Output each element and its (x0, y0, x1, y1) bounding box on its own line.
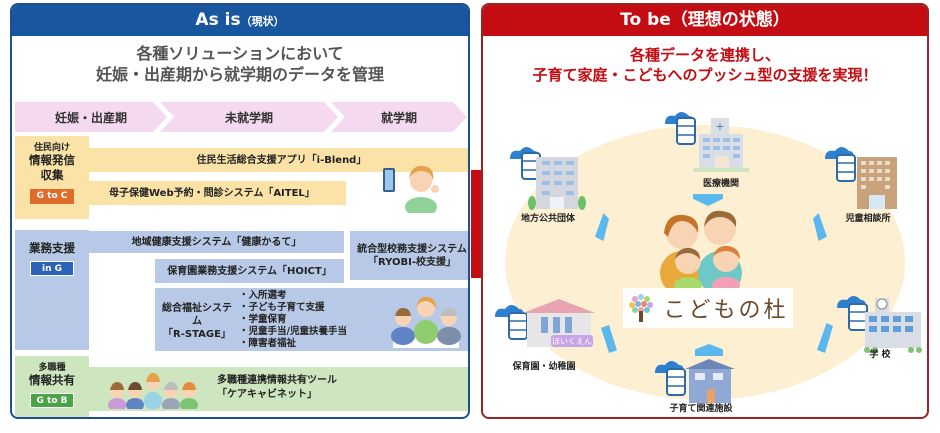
as-is-panel: As is（現状） 各種ソリューションにおいて 妊娠・出産期から就学期のデータを… (10, 3, 470, 419)
system-label: 母子保健Web予約・問診システム「AITEL」 (109, 187, 315, 199)
rstage-feature-list: ・入所選考 ・子ども子育て支援 ・学童保育 ・児童手当/児童扶養手当 ・障害者福… (239, 290, 347, 350)
logo-text: こどもの杜 (663, 298, 789, 323)
system-kenko-karute: 地域健康支援システム「健康かるて」 (89, 231, 344, 253)
category-small-label: 多職種 (38, 363, 66, 373)
system-label: 住民生活総合支援アプリ「i-Blend」 (196, 154, 367, 166)
facility-child-consult: 児童相談所 (823, 145, 913, 225)
phase-label: 妊娠・出産期 (54, 110, 127, 125)
phase-pregnancy: 妊娠・出産期 (15, 102, 167, 132)
facility-label: 保育園・幼稚園 (512, 362, 576, 372)
system-aitel: 母子保健Web予約・問診システム「AITEL」 (89, 181, 346, 205)
system-label-2: 「R-STAGE」 (163, 329, 231, 340)
facility-label: 学 校 (869, 350, 891, 360)
childcare-house-icon (655, 359, 735, 403)
system-label-2: 「RYOBI-校支援」 (367, 256, 457, 268)
system-care-cabinet: 多職種連携情報共有ツール 「ケアキャビネット」 (89, 367, 468, 412)
to-be-title: To be（理想の状態） (620, 10, 790, 30)
facility-label: 児童相談所 (845, 214, 891, 224)
category-gtob: 多職種 情報共有 G to B (15, 360, 89, 408)
system-label: 統合型校務支援システム (357, 243, 467, 255)
as-is-title-paren: （現状） (240, 15, 285, 28)
kodomo-no-mori-logo: こどもの杜 (623, 288, 793, 328)
badge-gtob: G to B (30, 393, 74, 408)
phase-label: 未就学期 (224, 110, 273, 125)
facility-medical: + 医療機関 (663, 110, 763, 190)
to-be-subtitle-line1: 各種データを連携し、 (629, 46, 780, 64)
system-label: 地域健康支援システム「健康かるて」 (131, 236, 302, 248)
hospital-icon: + (665, 112, 749, 172)
to-be-panel: To be（理想の状態） 各種データを連携し、 子育て家庭・こどもへのプッシュ型… (481, 3, 929, 419)
system-label: 総合福祉システム (162, 303, 232, 327)
phase-label: 就学期 (380, 110, 417, 125)
city-hall-icon (510, 147, 586, 210)
staff-illustration-icon (383, 292, 468, 348)
category-label-2: 収集 (40, 168, 64, 182)
system-ryobi: 統合型校務支援システム 「RYOBI-校支援」 (350, 231, 468, 280)
badge-ing: in G (30, 261, 74, 276)
phase-preschool: 未就学期 (160, 102, 338, 132)
as-is-subtitle: 各種ソリューションにおいて 妊娠・出産期から就学期のデータを管理 (12, 43, 468, 85)
system-label: 保育園業務支援システム「HOICT」 (167, 265, 332, 277)
woman-illustration-icon (397, 159, 467, 217)
system-label-2: 「ケアキャビネット」 (217, 389, 317, 400)
to-be-subtitle-line2: 子育て家庭・こどもへのプッシュ型の支援を実現！ (532, 66, 878, 84)
to-be-subtitle: 各種データを連携し、 子育て家庭・こどもへのプッシュ型の支援を実現！ (483, 45, 927, 85)
family-illustration-icon (648, 203, 758, 295)
as-is-subtitle-line1: 各種ソリューションにおいて (136, 44, 344, 63)
facility-label: 子育て関連施設 (669, 404, 733, 414)
care-team-illustration-icon (107, 369, 199, 412)
as-is-subtitle-line2: 妊娠・出産期から就学期のデータを管理 (95, 65, 384, 84)
as-is-title: As is (195, 10, 241, 30)
category-bg-ing (15, 230, 89, 350)
category-label: 業務支援 (29, 241, 75, 255)
rstage-feature: ・児童手当/児童扶養手当 (239, 326, 347, 337)
facility-nursery: ほいくえん 保育園・幼稚園 (491, 295, 601, 375)
category-ing: 業務支援 in G (15, 241, 89, 276)
rstage-title: 総合福祉システム 「R-STAGE」 (161, 302, 233, 341)
to-be-header: To be（理想の状態） (483, 5, 927, 36)
system-label: 多職種連携情報共有ツール (217, 375, 337, 386)
rstage-feature: ・子ども子育て支援 (239, 302, 325, 313)
facility-local-gov: 地方公共団体 (508, 145, 598, 225)
category-label: 情報発信 (29, 153, 75, 167)
system-iblend: 住民生活総合支援アプリ「i-Blend」 (89, 148, 468, 172)
category-gtoc: 住民向け 情報発信 収集 G to C (15, 140, 89, 204)
rstage-feature: ・学童保育 (239, 314, 287, 325)
rstage-feature: ・障害者福祉 (239, 338, 297, 349)
phase-school: 就学期 (331, 102, 467, 132)
category-small-label: 住民向け (33, 143, 70, 153)
as-is-header: As is（現状） (12, 5, 468, 36)
nursery-sign: ほいくえん (552, 337, 592, 346)
school-building-icon (837, 296, 922, 353)
nursery-building-icon: ほいくえん (495, 299, 595, 347)
system-hoict: 保育園業務支援システム「HOICT」 (155, 259, 344, 283)
child-consult-building-icon (825, 147, 897, 209)
facility-label: 地方公共団体 (520, 214, 575, 224)
category-label: 情報共有 (29, 373, 75, 387)
smartphone-icon (383, 168, 395, 192)
category-bg-gtoc (15, 136, 89, 219)
system-rstage: 総合福祉システム 「R-STAGE」 ・入所選考 ・子ども子育て支援 ・学童保育… (155, 288, 468, 351)
facility-label: 医療機関 (702, 179, 739, 189)
care-cabinet-label: 多職種連携情報共有ツール 「ケアキャビネット」 (217, 374, 337, 402)
tree-logo-icon (629, 294, 654, 322)
badge-gtoc: G to C (30, 189, 74, 204)
facility-childcare: 子育て関連施設 (651, 357, 751, 417)
facility-school: 学 校 (835, 292, 925, 372)
link-arrow-icon (695, 344, 723, 356)
svg-text:+: + (715, 120, 724, 133)
rstage-feature: ・入所選考 (239, 290, 287, 301)
